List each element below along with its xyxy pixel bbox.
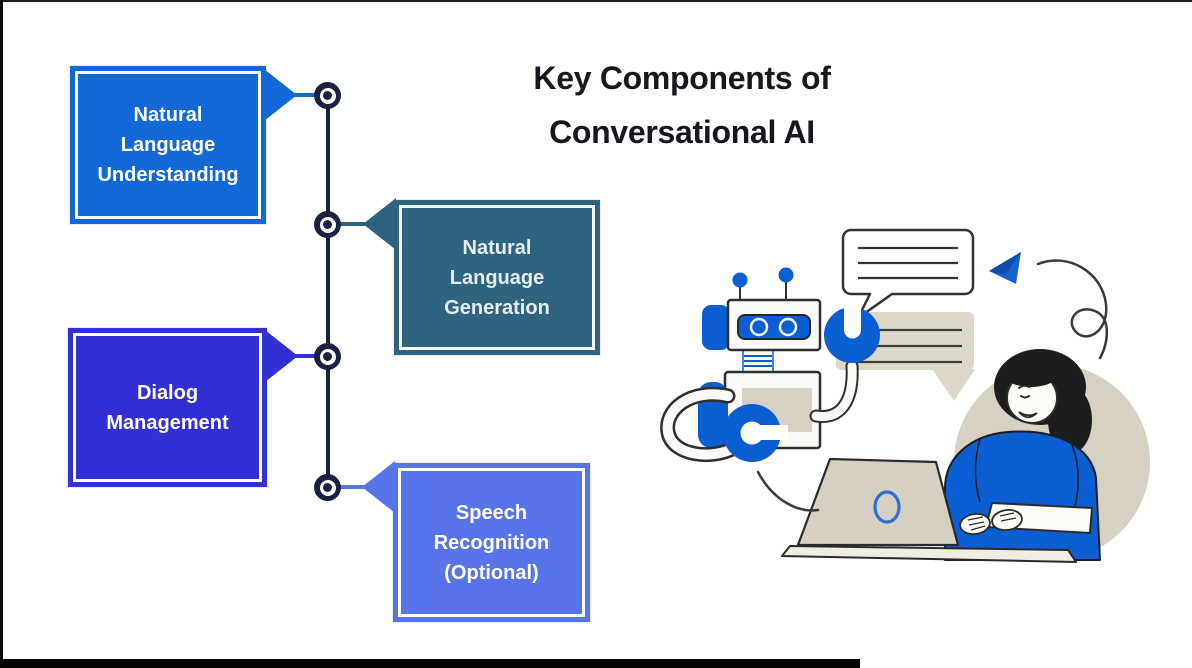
connector-line-dialog: [292, 354, 330, 358]
robot-claw-gap: [752, 425, 788, 440]
person-eye: [1020, 395, 1030, 399]
callout-natural-language-generation: Natural Language Generation: [363, 198, 600, 355]
timeline-line: [326, 95, 330, 487]
robot-visor: [737, 314, 811, 340]
shirt-seam: [1071, 444, 1080, 511]
laptop-icon: [781, 457, 1077, 563]
callout-pointer-right: [265, 330, 298, 382]
callout-label: Speech Recognition (Optional): [398, 468, 585, 617]
laptop-logo: [873, 490, 901, 524]
callout-label: Dialog Management: [73, 333, 262, 482]
person-eyebrow: [1018, 384, 1030, 389]
connector-line-nlu: [290, 93, 330, 97]
connector-line-nlg: [328, 222, 370, 226]
person-typing-hands: [959, 502, 1093, 536]
screen-edge-left: [0, 0, 3, 668]
callout-pointer-left: [362, 461, 395, 513]
send-arrow-icon: [989, 252, 1021, 284]
callout-label: Natural Language Generation: [399, 205, 595, 350]
callout-dialog-management: Dialog Management: [68, 328, 298, 487]
robot-head-panel: [702, 305, 730, 350]
robot-eye: [778, 317, 798, 337]
timeline-node-4: [314, 474, 341, 501]
motion-curve: [756, 470, 820, 512]
connector-line-speech: [328, 485, 370, 489]
callout-speech-recognition: Speech Recognition (Optional): [362, 461, 590, 622]
shirt-seam: [974, 438, 981, 503]
person-fringe: [1004, 361, 1058, 387]
callout-pointer-right: [264, 69, 297, 121]
chat-bubble-outline-icon: [841, 228, 975, 320]
robot-icon: [660, 267, 880, 512]
laptop-lid: [796, 457, 960, 547]
robot-arm-left: [662, 389, 739, 460]
person-smile: [1018, 411, 1038, 419]
robot-eye: [749, 317, 769, 337]
robot-hand-slot: [844, 306, 861, 339]
timeline-node-3: [314, 343, 341, 370]
timeline-node-2: [314, 211, 341, 238]
finger-lines: [967, 512, 1017, 531]
robot-neck-stripes: [744, 355, 772, 367]
callout-pointer-left: [363, 198, 396, 250]
antenna-ball: [778, 267, 794, 283]
conversational-ai-illustration: [660, 228, 1150, 563]
letterbox-bottom-bar: [0, 659, 860, 668]
swirl-doodle: [1036, 259, 1109, 360]
page-title: Key Components of Conversational AI: [533, 60, 831, 150]
laptop-keyboard-deck: [781, 545, 1077, 563]
callout-natural-language-understanding: Natural Language Understanding: [70, 66, 297, 224]
callout-label: Natural Language Understanding: [75, 71, 261, 219]
antenna-ball: [732, 272, 748, 288]
robot-arm-right: [811, 361, 857, 422]
timeline-node-1: [314, 82, 341, 109]
screen-edge-top: [0, 0, 1192, 2]
